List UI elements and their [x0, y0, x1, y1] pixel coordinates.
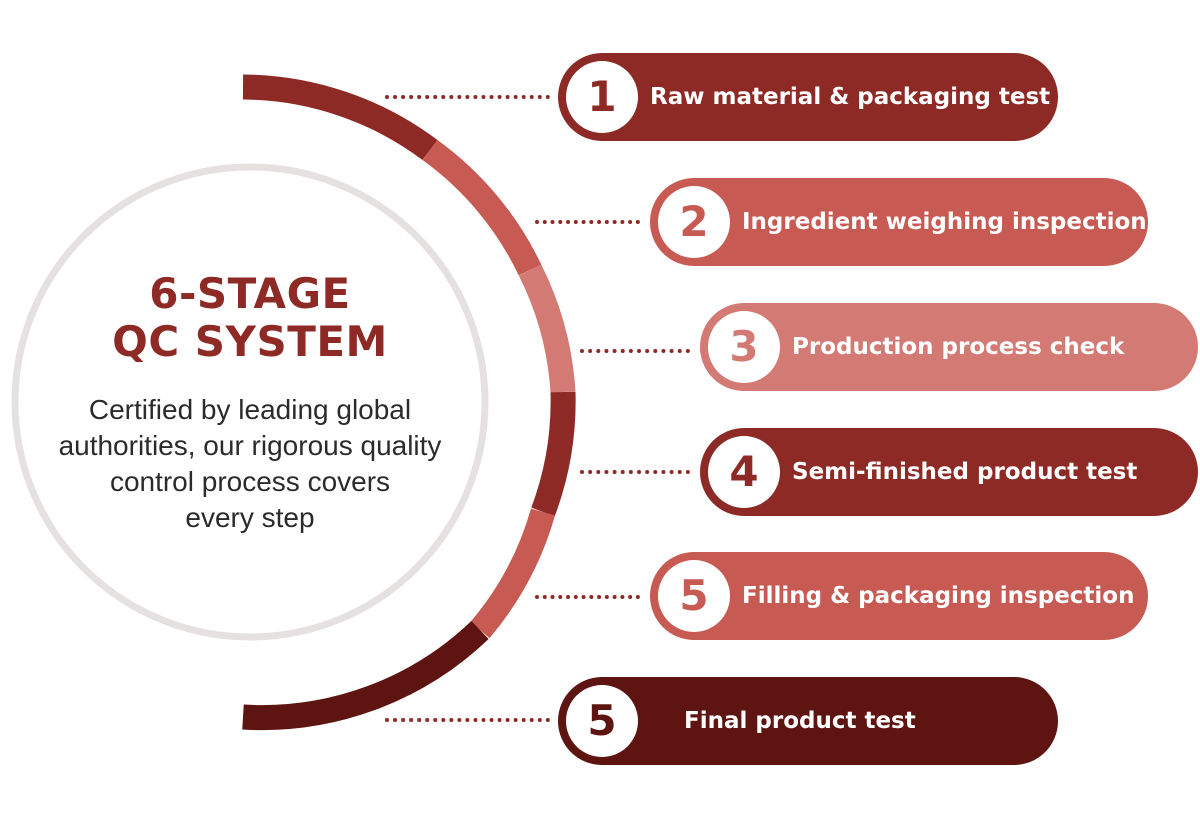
diagram-description: Certified by leading global authorities,… — [20, 392, 480, 536]
step-label: Final product test — [684, 708, 916, 734]
connector-dots-3 — [580, 349, 690, 353]
description-line: authorities, our rigorous quality — [58, 430, 442, 461]
arc-segment-3 — [518, 264, 576, 393]
step-number-badge: 1 — [566, 61, 638, 133]
step-number-badge: 2 — [658, 186, 730, 258]
step-3: 3 Production process check — [700, 303, 1198, 391]
connector-dots-1 — [385, 95, 550, 99]
connector-dots-5 — [535, 595, 640, 599]
center-text-block: 6-STAGE QC SYSTEM Certified by leading g… — [20, 270, 480, 536]
connector-dots-2 — [535, 220, 640, 224]
step-label: Raw material & packaging test — [650, 84, 1051, 110]
step-4: 4 Semi-finished product test — [700, 428, 1198, 516]
step-number-badge: 5 — [566, 685, 638, 757]
step-2: 2 Ingredient weighing inspection — [650, 178, 1148, 266]
step-number-badge: 3 — [708, 311, 780, 383]
connector-dots-4 — [580, 470, 690, 474]
arc-segment-1 — [242, 74, 438, 161]
diagram-title-line2: QC SYSTEM — [112, 317, 388, 366]
connector-dots-6 — [385, 718, 550, 722]
diagram-title-line1: 6-STAGE — [149, 269, 351, 318]
arc-segment-6 — [242, 620, 489, 731]
step-number-badge: 4 — [708, 436, 780, 508]
inner-circle-outline — [11, 163, 489, 641]
description-line: control process covers — [109, 466, 391, 497]
step-label: Semi-finished product test — [792, 459, 1138, 485]
step-label: Ingredient weighing inspection — [742, 209, 1147, 235]
arc-segment-4 — [531, 391, 576, 517]
arc-segment-2 — [422, 139, 542, 276]
step-6: 5 Final product test — [558, 677, 1058, 765]
description-line: every step — [185, 502, 315, 533]
step-number-badge: 5 — [658, 560, 730, 632]
arc-segment-5 — [470, 508, 556, 639]
step-5: 5 Filling & packaging inspection — [650, 552, 1148, 640]
step-label: Filling & packaging inspection — [742, 583, 1135, 609]
description-line: Certified by leading global — [88, 394, 412, 425]
step-label: Production process check — [792, 334, 1125, 360]
step-1: 1 Raw material & packaging test — [558, 53, 1058, 141]
